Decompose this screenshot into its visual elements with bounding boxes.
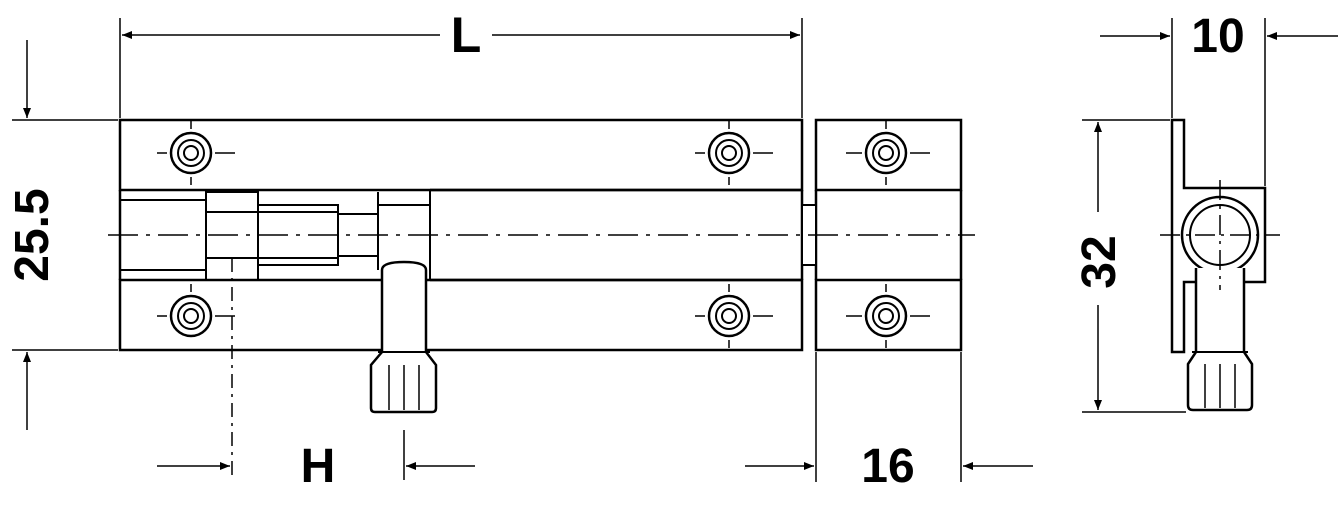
screw-hole	[157, 121, 235, 185]
screw-hole	[846, 121, 930, 185]
dimension-height	[12, 40, 118, 430]
dimension-total-height-label: 32	[1073, 235, 1126, 288]
dimension-depth	[1100, 18, 1338, 186]
keeper-screw-holes	[846, 121, 930, 348]
handle-knob[interactable]	[369, 260, 438, 414]
screw-hole	[695, 284, 773, 348]
dimension-length-label: L	[451, 7, 482, 63]
dimension-keeper-width	[745, 352, 1033, 482]
keeper-top	[814, 118, 963, 192]
screw-holes	[157, 121, 773, 348]
dimension-keeper-width-label: 16	[861, 440, 914, 493]
side-centerlines	[1160, 180, 1280, 290]
keeper-bottom	[814, 278, 963, 352]
screw-hole	[157, 284, 235, 338]
dimension-total-height	[1082, 119, 1186, 413]
side-view	[1170, 118, 1267, 412]
dimension-handle	[157, 258, 475, 480]
screw-hole	[695, 121, 773, 185]
screw-hole	[846, 284, 930, 348]
bolt-bottom-plate	[118, 278, 804, 352]
bolt-top-plate	[118, 118, 804, 192]
dimension-depth-label: 10	[1191, 10, 1244, 63]
dimension-height-label: 25.5	[6, 188, 59, 281]
dimension-length	[119, 18, 803, 118]
dimension-handle-label: H	[301, 440, 336, 493]
